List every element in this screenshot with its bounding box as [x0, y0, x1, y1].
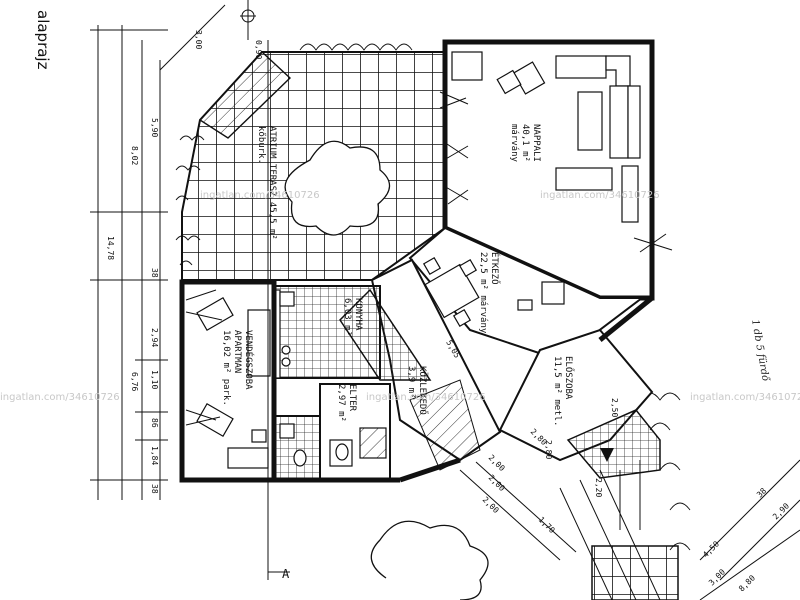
dim-left-7: 86: [150, 418, 159, 428]
dim-bottom-6: 8,80: [737, 573, 757, 593]
svg-text:márvány: márvány: [509, 124, 519, 163]
dim-bottom-5: 3,00: [707, 567, 727, 587]
dim-left-1: 8,02: [130, 146, 139, 165]
watermark-1: ingatlan.com/34610726: [540, 190, 660, 201]
dim-top-0: 3,00: [194, 30, 203, 49]
bottom-guide-lines: [267, 40, 800, 600]
svg-text:ÉTKEZŐ: ÉTKEZŐ: [489, 252, 501, 285]
dim-left-6: 1,10: [150, 370, 159, 389]
label-konyha: KONYHA 6,03 m²: [342, 298, 363, 336]
svg-text:2,97 m²: 2,97 m²: [336, 384, 346, 422]
label-etkezo: ÉTKEZŐ 22,5 m² márvány: [478, 252, 501, 334]
svg-text:VENDÉGSZOBA: VENDÉGSZOBA: [243, 330, 255, 390]
svg-text:ATRIUM TERASZ 45,5 m²: ATRIUM TERASZ 45,5 m²: [267, 126, 277, 240]
svg-text:KÖZLEKEDŐ: KÖZLEKEDŐ: [417, 366, 428, 415]
svg-text:3,9 m²: 3,9 m²: [406, 366, 416, 399]
svg-text:ELTER: ELTER: [347, 384, 357, 412]
left-dimension-lines: [90, 25, 168, 500]
svg-text:kőburk.: kőburk.: [256, 126, 266, 164]
watermark-3: ingatlan.com/34610726: [0, 392, 120, 403]
page-title: alaprajz: [34, 10, 52, 70]
dim-left-5: 6,76: [130, 372, 139, 391]
svg-text:16,02 m² park.: 16,02 m² park.: [221, 330, 231, 406]
watermark-4: ingatlan.com/34610726: [366, 392, 486, 403]
bathroom-fixtures: [279, 423, 387, 467]
living-furniture: [451, 51, 641, 223]
dining-furniture: [414, 256, 565, 328]
outer-walls: [179, 42, 655, 483]
dim-bottom-7: 38: [755, 486, 768, 499]
section-marker: A: [282, 567, 290, 581]
svg-text:ELŐSZOBA: ELŐSZOBA: [563, 356, 574, 400]
kitchen-diag-wall: [339, 288, 432, 381]
tree-sketch-bottom: [370, 520, 489, 600]
dim-int-1: 2,80: [544, 440, 553, 459]
handwritten-note: 1 db 5 fürdő: [749, 319, 771, 383]
watermark-5: ingatlan.com/34610726: [690, 392, 800, 403]
entrance-arrow: [600, 448, 614, 462]
tree-symbol: [284, 140, 391, 236]
dim-int-4: 2,20: [594, 478, 603, 497]
dim-top-1: 0,90: [254, 40, 263, 59]
label-elter: ELTER 2,97 m²: [336, 384, 357, 422]
corridor-stairs: [409, 379, 481, 471]
svg-text:NAPPALI: NAPPALI: [531, 124, 541, 162]
watermark-2: ingatlan.com/34610726: [200, 190, 320, 201]
dim-left-0: 5,90: [150, 118, 159, 137]
dim-left-4: 2,94: [150, 328, 159, 347]
label-atrium: ATRIUM TERASZ 45,5 m² kőburk.: [256, 126, 277, 240]
porch-lines: [559, 460, 661, 600]
dim-int-2: 2,50: [610, 398, 619, 417]
label-eloszoba: ELŐSZOBA 11,5 m² metl.: [552, 356, 574, 426]
label-kozlekedo: KÖZLEKEDŐ 3,9 m²: [406, 366, 428, 415]
entrance-tiling: [566, 409, 661, 479]
guest-window-marks: [185, 289, 223, 426]
svg-text:APARTMAN: APARTMAN: [232, 330, 242, 373]
svg-text:6,03 m²: 6,03 m²: [342, 298, 352, 336]
entrance-porch: [591, 545, 679, 600]
dim-left-3: 38: [150, 268, 159, 278]
svg-text:11,5 m² metl.: 11,5 m² metl.: [552, 356, 562, 426]
top-dimension-lines: [159, 0, 256, 71]
svg-text:22,5 m² márvány: 22,5 m² márvány: [478, 252, 488, 334]
dim-left-9: 38: [150, 484, 159, 494]
dim-left-2: 14,78: [106, 236, 115, 260]
dim-bottom-0: 2,00: [487, 473, 507, 493]
label-nappali: NAPPALI 40,1 m² márvány: [509, 124, 541, 163]
svg-text:KONYHA: KONYHA: [353, 298, 363, 331]
dim-bottom-1: 2,00: [481, 495, 501, 515]
dim-left-8: 1,84: [150, 446, 159, 465]
svg-text:40,1 m²: 40,1 m²: [520, 124, 530, 162]
dim-int-3: 2,00: [487, 453, 507, 473]
label-vendegszoba: VENDÉGSZOBA APARTMAN 16,02 m² park.: [221, 330, 255, 406]
